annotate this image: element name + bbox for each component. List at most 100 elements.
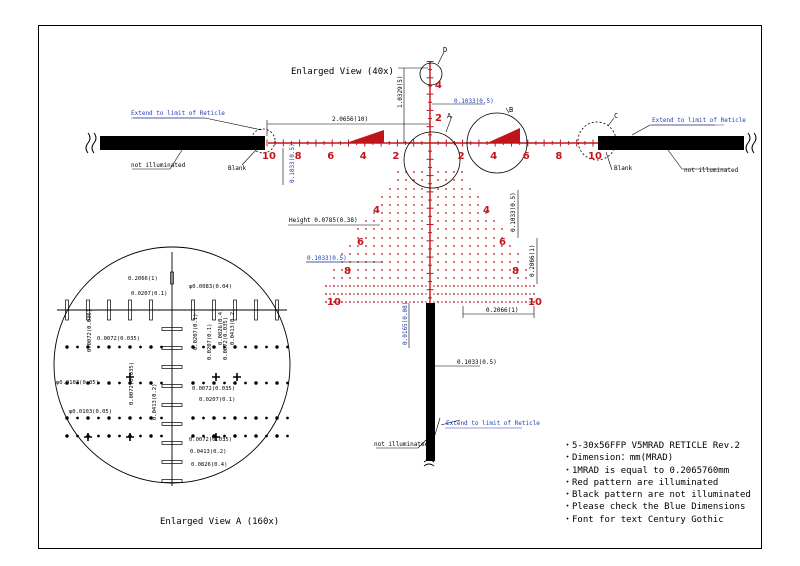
- holdover-dot: [381, 212, 383, 214]
- detail-a-dot-small: [118, 381, 121, 385]
- holdover-dot-fine: [453, 293, 455, 295]
- holdover-dot-fine: [485, 285, 487, 287]
- detail-circle-c: [577, 121, 617, 161]
- holdover-dot: [405, 220, 407, 222]
- detail-a-dot: [107, 434, 111, 438]
- grid-number-left: 4: [373, 205, 380, 216]
- holdover-dot-fine: [445, 285, 447, 287]
- detail-a-dot-small: [244, 416, 247, 420]
- h-number-left: 6: [327, 151, 334, 162]
- holdover-dot: [389, 188, 391, 190]
- detail-a-dimension: 0.0207(0.1): [207, 324, 213, 360]
- not-illuminated-bottom-label: not illuminated: [374, 441, 429, 448]
- holdover-dot-fine: [329, 301, 331, 303]
- holdover-dot: [413, 179, 415, 181]
- detail-a-h-tick: [191, 299, 195, 321]
- holdover-dot: [445, 253, 447, 255]
- holdover-dot: [381, 196, 383, 198]
- holdover-dot: [341, 277, 343, 279]
- holdover-dot-fine: [365, 301, 367, 303]
- holdover-dot: [453, 171, 455, 173]
- detail-a-dot-small: [223, 434, 226, 438]
- holdover-dot: [453, 220, 455, 222]
- detail-a-dot-small: [118, 416, 121, 420]
- holdover-dot-fine: [417, 301, 419, 303]
- detail-a-dot-small: [160, 381, 163, 385]
- detail-a-dimension: φ0.0103(0.05): [69, 409, 112, 415]
- holdover-dot: [437, 188, 439, 190]
- notes-block: ・5-30x56FFP V5MRAD RETICLE Rev.2 ・Dimens…: [563, 440, 763, 526]
- holdover-dot: [493, 228, 495, 230]
- holdover-dot: [421, 220, 423, 222]
- detail-a-dot: [149, 416, 153, 420]
- holdover-dot: [357, 253, 359, 255]
- detail-a-dot: [86, 381, 90, 385]
- holdover-dot: [501, 277, 503, 279]
- holdover-dot-fine: [477, 285, 479, 287]
- detail-a-dot: [233, 416, 237, 420]
- holdover-dot: [389, 220, 391, 222]
- detail-a-dimension: 0.0207(0.1): [199, 397, 235, 403]
- dim-1-0329: 1.0329(5): [397, 75, 404, 108]
- holdover-dot: [485, 237, 487, 239]
- dim-2-0656: 2.0656(10): [332, 116, 368, 123]
- holdover-dot-fine: [409, 285, 411, 287]
- holdover-dot-fine: [361, 293, 363, 295]
- detail-a-dot-small: [244, 381, 247, 385]
- holdover-dot: [405, 196, 407, 198]
- holdover-dot: [461, 188, 463, 190]
- holdover-dot-fine: [421, 285, 423, 287]
- left-post: [100, 136, 265, 150]
- holdover-dot: [405, 269, 407, 271]
- holdover-dot-fine: [369, 285, 371, 287]
- holdover-dot: [405, 204, 407, 206]
- holdover-dot-fine: [325, 301, 327, 303]
- holdover-dot-fine: [525, 301, 527, 303]
- detail-circle-d: [419, 62, 443, 86]
- holdover-dot: [381, 237, 383, 239]
- holdover-dot: [381, 269, 383, 271]
- holdover-dot: [461, 220, 463, 222]
- detail-a-dot-small: [139, 345, 142, 349]
- holdover-dot: [453, 196, 455, 198]
- detail-a-dimension: 0.0207(0.1): [193, 314, 199, 350]
- holdover-dot-fine: [393, 301, 395, 303]
- holdover-dot: [365, 228, 367, 230]
- holdover-dot-fine: [473, 293, 475, 295]
- holdover-dot-fine: [397, 301, 399, 303]
- holdover-dot: [485, 228, 487, 230]
- holdover-dot: [421, 253, 423, 255]
- note-1: ・5-30x56FFP V5MRAD RETICLE Rev.2: [563, 441, 740, 451]
- holdover-dot-fine: [373, 285, 375, 287]
- holdover-dot-fine: [437, 285, 439, 287]
- holdover-dot: [421, 171, 423, 173]
- holdover-dot: [397, 171, 399, 173]
- detail-a-dimension: 0.0826(0.4): [191, 462, 227, 468]
- holdover-dot: [421, 196, 423, 198]
- holdover-dot-fine: [377, 285, 379, 287]
- holdover-dot-fine: [445, 293, 447, 295]
- detail-a-dot-small: [202, 345, 205, 349]
- holdover-dot: [421, 261, 423, 263]
- holdover-dot: [413, 204, 415, 206]
- detail-a-v-tick: [161, 441, 183, 445]
- holdover-dot: [389, 196, 391, 198]
- holdover-dot: [485, 253, 487, 255]
- detail-a-dot-small: [118, 345, 121, 349]
- holdover-dot-fine: [341, 293, 343, 295]
- holdover-dot-fine: [413, 285, 415, 287]
- holdover-dot: [405, 253, 407, 255]
- holdover-dot: [365, 253, 367, 255]
- detail-a-dot-small: [202, 381, 205, 385]
- holdover-dot-fine: [389, 301, 391, 303]
- note-7: ・Font for text Century Gothic: [563, 514, 724, 525]
- holdover-dot-fine: [449, 293, 451, 295]
- holdover-dot: [493, 261, 495, 263]
- holdover-dot-fine: [385, 301, 387, 303]
- holdover-dot-fine: [513, 301, 515, 303]
- holdover-dot: [445, 204, 447, 206]
- detail-a-dot-small: [97, 434, 100, 438]
- holdover-dot-fine: [357, 285, 359, 287]
- h-number-left: 2: [392, 151, 399, 162]
- holdover-dot: [373, 253, 375, 255]
